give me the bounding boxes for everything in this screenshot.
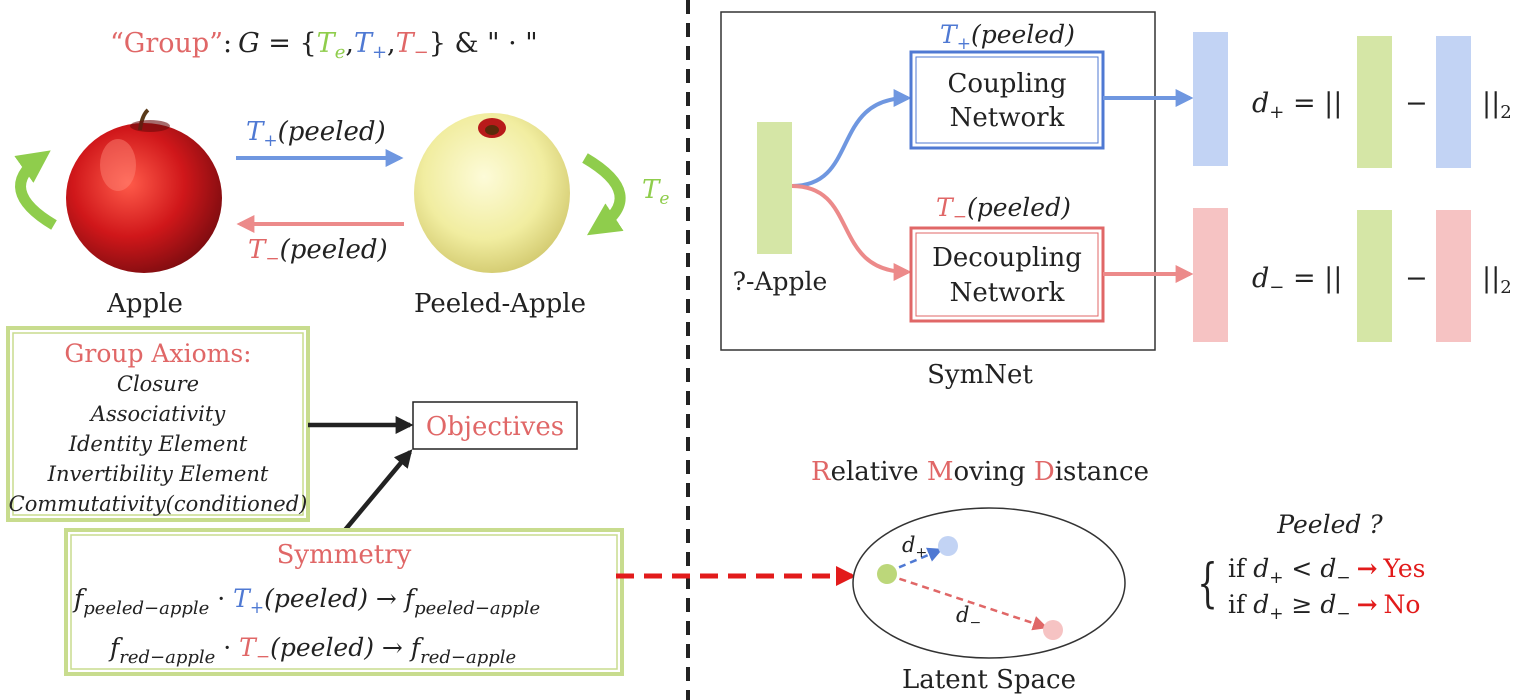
objectives-box [412,401,578,450]
objectives-label: Objectives [426,412,564,442]
to-decoupling-curve [791,184,912,281]
axiom-commutativity: Commutativity(conditioned) [9,492,308,516]
latent-space-caption: Latent Space [902,665,1076,695]
axioms-box [6,326,310,522]
symnet-caption: SymNet [927,360,1033,390]
decision-yes-line: if d+ < d−→Yes [1228,554,1426,588]
axiom-closure: Closure [117,372,199,396]
decision-no-line: if d+ ≥ d−→No [1228,590,1420,624]
symnet-tminus-label: T−(peeled) [936,193,1071,227]
dplus-norm: ||2 [1482,88,1512,123]
symmetry-line-2: fred−apple · T−(peeled) → fred−apple [108,633,516,668]
axiom-identity: Identity Element [68,432,248,456]
left-loop-icon [14,150,57,230]
latent-dplus-arrow [887,547,943,574]
group-definition: “Group”:G = {Te,T+,T−} & " · " [110,28,538,63]
axiom-invertibility: Invertibility Element [47,462,269,486]
right-loop-icon [582,153,626,236]
latent-dplus-label: d+ [902,533,927,561]
symmetry-box [64,528,624,676]
coupling-line-2: Network [950,103,1065,133]
apple-image [66,108,222,273]
input-feature-bar [757,122,792,254]
left-tplus-label: T+(peeled) [246,117,386,151]
dminus-norm: ||2 [1482,263,1512,298]
dplus-minus: − [1405,88,1428,119]
axiom-associativity: Associativity [89,402,227,426]
dplus-formula: d+ = || [1252,88,1342,123]
dplus-green-bar [1357,36,1392,168]
to-coupling-curve [791,89,912,188]
latent-point-dminus [1043,620,1063,640]
dminus-green-bar [1357,210,1392,342]
symmetry-line-1: fpeeled−apple · T+(peeled) → fpeeled−app… [72,584,540,619]
coupling-network-box [909,50,1105,150]
input-label: ?-Apple [733,267,828,296]
left-tminus-label: T−(peeled) [248,235,388,269]
dminus-formula: d− = || [1252,263,1342,298]
dminus-pink-bar [1436,210,1471,342]
peeled-apple-caption: Peeled-Apple [414,289,586,319]
latent-dminus-arrow [887,573,1048,631]
dplus-blue-bar [1436,36,1471,168]
te-label: Te [642,175,669,209]
peeled-apple-image [414,113,570,273]
decoupling-line-1: Decoupling [932,243,1082,273]
symmetry-to-objectives-arrow [343,449,413,532]
rmd-title: Relative Moving Distance [811,457,1149,487]
dminus-minus: − [1405,263,1428,294]
decision-question: Peeled ? [1276,510,1383,539]
decoupling-network-box [909,226,1105,323]
decoupled-feature-bar [1193,208,1228,342]
axioms-title: Group Axioms: [64,339,251,368]
apple-caption: Apple [106,289,183,319]
decoupling-line-2: Network [950,278,1065,308]
decision-brace: { [1197,554,1218,614]
symmetry-title: Symmetry [277,540,412,570]
latent-dminus-label: d− [956,603,981,631]
latent-point-input [877,564,897,584]
coupled-feature-bar [1193,32,1228,166]
latent-point-dplus [938,536,958,556]
coupling-line-1: Coupling [948,69,1067,99]
latent-space-ellipse [852,507,1126,659]
symnet-tplus-label: T+(peeled) [940,20,1075,54]
